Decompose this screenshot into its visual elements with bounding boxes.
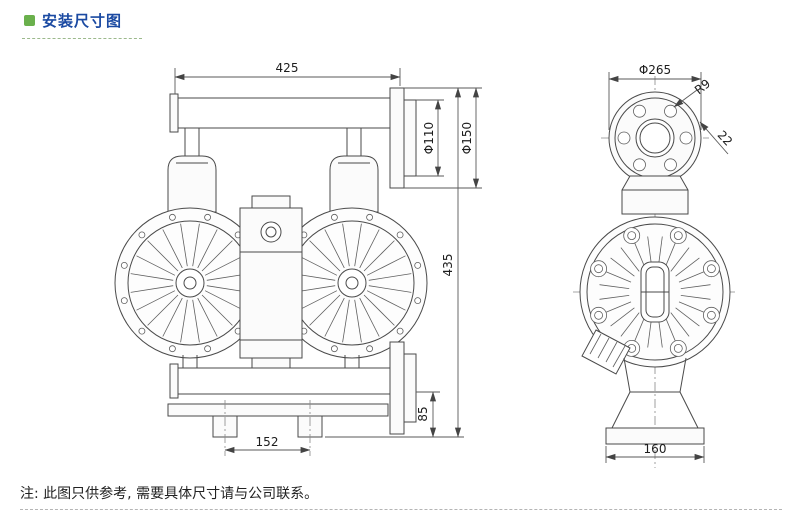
section-header: 安装尺寸图 xyxy=(22,8,142,39)
right-chamber-ribs xyxy=(292,223,412,343)
top-flange-stub xyxy=(403,99,417,177)
dim-foot-spacing: 152 xyxy=(224,435,311,454)
valve-housing xyxy=(621,175,689,215)
dim-label-22: 22 xyxy=(715,128,736,149)
foot-centerlines xyxy=(224,400,311,456)
pump-face-ribs xyxy=(599,236,711,348)
bottom-flange-disc xyxy=(389,341,405,435)
dim-label-r9: R9 xyxy=(692,76,713,97)
side-view-body xyxy=(114,87,428,438)
bottom-flange-stub xyxy=(403,353,417,423)
dim-label-phi265: Φ265 xyxy=(639,63,671,77)
muffler-hatching xyxy=(589,333,626,368)
top-cover-bolts xyxy=(617,104,693,172)
dim-label-152: 152 xyxy=(256,435,279,449)
dim-label-85: 85 xyxy=(416,406,430,421)
dim-cover-diameter: Φ265 xyxy=(608,63,702,130)
green-bullet-icon xyxy=(24,15,35,26)
dim-fillet-radius: R9 xyxy=(673,76,713,108)
pedestal-right xyxy=(679,357,699,429)
base-frame xyxy=(167,403,389,417)
dim-outlet-height: 85 xyxy=(416,391,440,438)
page-title: 安装尺寸图 xyxy=(42,12,123,30)
footnote: 注: 此图只供参考, 需要具体尺寸请与公司联系。 xyxy=(20,486,319,502)
front-view: Φ265 R9 22 160 xyxy=(573,63,737,468)
top-tube-left-cap xyxy=(169,93,179,133)
left-chamber-ribs xyxy=(130,223,250,343)
base-plate xyxy=(605,427,705,445)
section-header-row: 安装尺寸图 xyxy=(22,8,142,39)
dim-base-width: 160 xyxy=(605,442,705,463)
dim-flange-inner: Φ110 xyxy=(416,99,444,177)
dim-label-425: 425 xyxy=(276,61,299,75)
dim-label-435: 435 xyxy=(441,254,455,277)
dim-label-phi150: Φ150 xyxy=(460,122,474,154)
dim-flange-outer: Φ150 xyxy=(404,87,482,189)
pump-face-bolt-holes xyxy=(594,231,716,353)
dim-top-width: 425 xyxy=(174,61,401,94)
side-view: 425 Φ110 Φ150 435 85 xyxy=(114,61,482,456)
muffler xyxy=(581,329,631,375)
bottom-divider xyxy=(20,509,782,510)
top-flange-disc xyxy=(389,87,405,189)
bottom-tube-left-cap xyxy=(169,363,179,399)
air-inlet-port xyxy=(260,221,282,243)
dim-overall-height: 435 xyxy=(325,87,464,438)
dim-label-160: 160 xyxy=(644,442,667,456)
front-view-body xyxy=(579,91,731,445)
left-air-dome xyxy=(167,155,217,213)
right-air-dome xyxy=(329,155,379,213)
dim-label-phi110: Φ110 xyxy=(422,122,436,154)
